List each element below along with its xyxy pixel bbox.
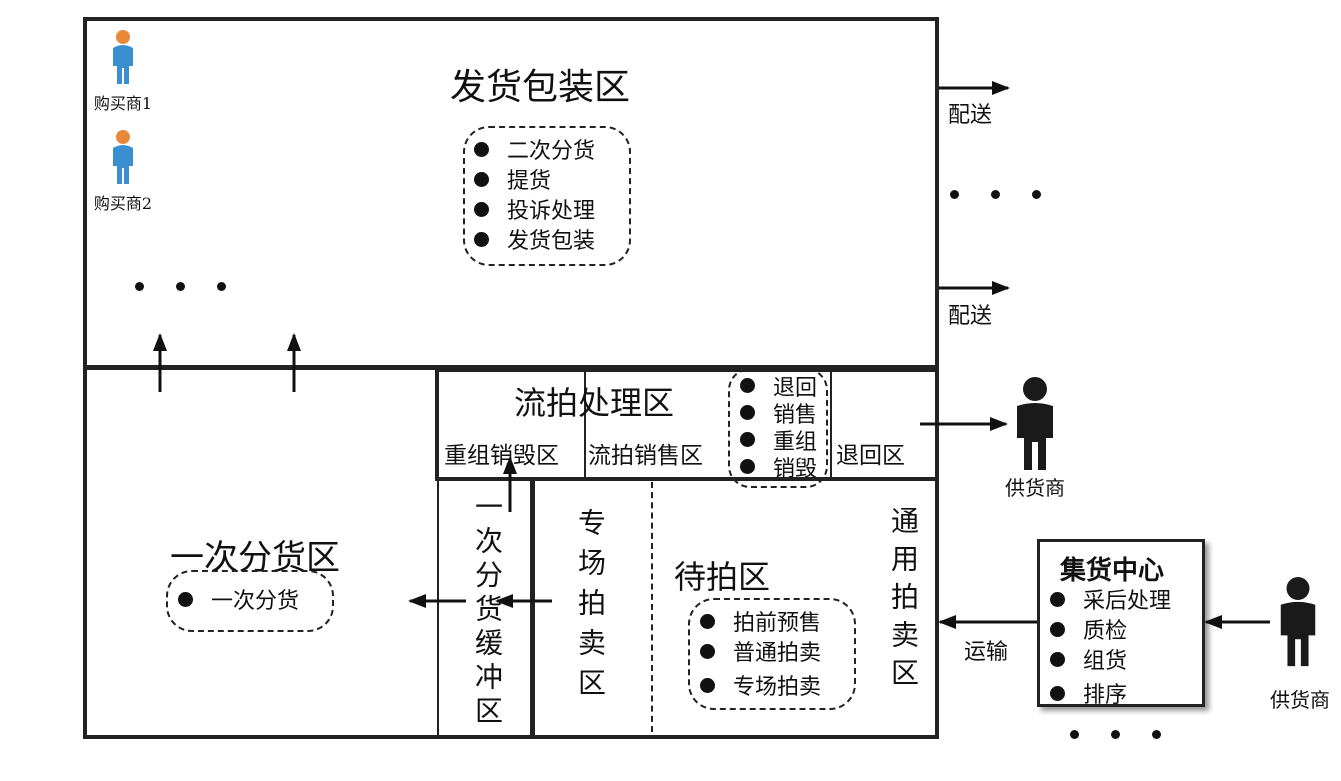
list-item: 提货 [474, 164, 595, 194]
bullet-icon [1050, 621, 1065, 637]
collection-center-title: 集货中心 [1060, 556, 1165, 586]
divider-flow-inner [584, 372, 586, 478]
waiting-task-list: 拍前预售 普通拍卖 专场拍卖 [700, 606, 821, 700]
list-item: 发货包装 [474, 224, 595, 254]
first-sorting-task-list: 一次分货 [178, 584, 299, 614]
first-sorting-buffer-title: 一次分货缓冲区 [471, 492, 504, 730]
supplier-2 [1268, 574, 1328, 674]
buyer-label: 购买商2 [93, 194, 153, 213]
buyer-1: 购买商1 [88, 28, 158, 114]
first-sorting-task-box [166, 570, 334, 632]
bullet-icon [740, 459, 755, 474]
buyers-ellipsis [135, 282, 226, 291]
bullet-icon [740, 378, 755, 393]
supplier-label-1: 供货商 [1005, 476, 1065, 500]
supplier-person-icon [1280, 576, 1316, 667]
transport-label: 运输 [964, 640, 1009, 665]
list-item: 拍前预售 [700, 606, 821, 636]
list-item: 专场拍卖 [700, 670, 821, 700]
flow-action-list: 退回 销售 重组 销毁 [740, 372, 817, 482]
collection-ellipsis [1070, 730, 1161, 739]
supplier-label-2: 供货商 [1270, 688, 1330, 712]
bullet-icon [740, 432, 755, 447]
waiting-task-box [688, 598, 856, 710]
list-item: 销售 [740, 399, 817, 428]
flow-auction-title: 流拍处理区 [514, 384, 675, 422]
bullet-icon [474, 141, 489, 157]
list-item: 普通拍卖 [700, 636, 821, 666]
list-item: 采后处理 [1050, 584, 1171, 614]
shipping-task-list: 二次分货 提货 投诉处理 发货包装 [474, 134, 595, 254]
bullet-icon [1050, 651, 1065, 667]
buyer-2: 购买商2 [88, 128, 158, 214]
list-item: 二次分货 [474, 134, 595, 164]
bullet-icon [474, 171, 489, 187]
list-item: 退回 [740, 372, 817, 401]
divider-sorting-buffer [437, 478, 439, 736]
collection-center [1037, 539, 1205, 707]
bullet-icon [474, 231, 489, 247]
delivery-ellipsis [950, 190, 1041, 199]
list-item: 一次分货 [178, 584, 299, 614]
supplier-person-icon [1017, 377, 1053, 470]
special-auction-title: 专场拍卖区 [574, 508, 607, 708]
shipping-task-box [463, 126, 631, 266]
flow-action-box [728, 368, 828, 488]
bullet-icon [1050, 591, 1065, 607]
buyer-person-icon [113, 30, 133, 84]
list-item: 质检 [1050, 614, 1171, 644]
divider-special-waiting [651, 482, 653, 732]
list-item: 投诉处理 [474, 194, 595, 224]
delivery-label-2: 配送 [948, 304, 993, 329]
flow-sales-area: 流拍销售区 [588, 443, 703, 469]
divider-flow-return [830, 372, 832, 478]
divider-buffer-special [530, 478, 535, 736]
divider-shipping [83, 365, 939, 370]
bullet-icon [700, 613, 715, 629]
reorganize-destroy-area: 重组销毁区 [444, 443, 559, 469]
waiting-auction-title: 待拍区 [674, 558, 771, 596]
bullet-icon [700, 677, 715, 693]
return-area: 退回区 [836, 443, 905, 469]
list-item: 重组 [740, 426, 817, 455]
list-item: 销毁 [740, 453, 817, 482]
collection-center-list: 采后处理 质检 组货 排序 [1050, 584, 1171, 708]
list-item: 组货 [1050, 644, 1171, 674]
list-item: 排序 [1050, 678, 1171, 708]
general-auction-title: 通用拍卖区 [887, 506, 920, 696]
buyer-label: 购买商1 [93, 94, 153, 113]
supplier-1 [1000, 376, 1070, 476]
shipping-zone-title: 发货包装区 [450, 67, 631, 108]
bullet-icon [700, 643, 715, 659]
bullet-icon [1050, 685, 1065, 701]
bullet-icon [178, 591, 193, 607]
bullet-icon [474, 201, 489, 217]
bullet-icon [740, 405, 755, 420]
buyer-person-icon [113, 130, 133, 184]
delivery-label-1: 配送 [948, 103, 993, 128]
